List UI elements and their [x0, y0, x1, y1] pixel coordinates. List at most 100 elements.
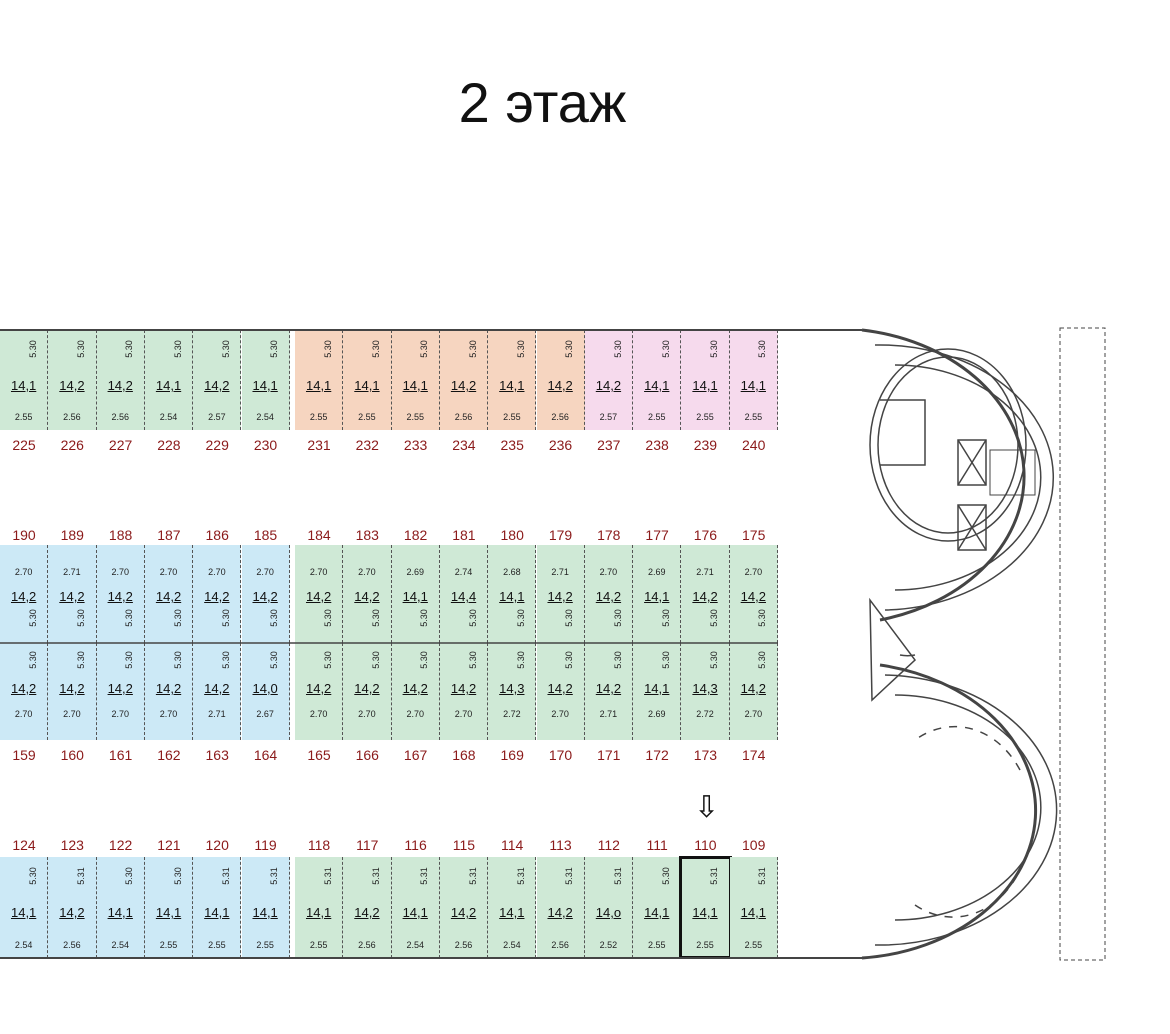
- unit-number: 168: [452, 747, 476, 763]
- unit-width: 2.70: [14, 567, 33, 577]
- unit-area: 14,2: [740, 681, 766, 696]
- unit-width: 2.57: [599, 412, 618, 422]
- unit-area: 14,1: [740, 378, 766, 393]
- unit-number: 174: [742, 747, 766, 763]
- unit-depth: 5.30: [220, 340, 231, 358]
- unit-depth: 5.31: [612, 867, 623, 885]
- unit-depth: 5.30: [419, 609, 430, 627]
- unit-area: 14,2: [107, 378, 133, 393]
- unit-area: 14,1: [402, 378, 428, 393]
- unit-area: 14,2: [450, 378, 477, 393]
- unit-number: 238: [645, 437, 669, 453]
- unit-depth: 5.30: [515, 609, 526, 627]
- unit-width: 2.55: [309, 940, 328, 950]
- unit-area: 14,1: [402, 905, 428, 920]
- unit-number: 118: [307, 837, 331, 853]
- unit-number: 173: [693, 747, 718, 763]
- unit-number: 123: [60, 837, 84, 853]
- unit-area: 14,2: [59, 378, 85, 393]
- unit-number: 160: [60, 747, 84, 763]
- unit-width: 2.70: [406, 709, 424, 719]
- unit-width: 2.56: [63, 412, 81, 422]
- unit-area: 14,1: [499, 905, 525, 920]
- unit-number: 186: [205, 527, 229, 543]
- unit-width: 2.70: [744, 709, 763, 719]
- unit-width: 2.55: [647, 412, 666, 422]
- unit-area: 14,2: [204, 681, 230, 696]
- unit-area: 14,2: [107, 681, 133, 696]
- unit-number: 113: [549, 837, 572, 853]
- unit-width: 2.70: [208, 567, 226, 577]
- unit-depth: 5.30: [370, 609, 381, 627]
- unit-width: 2.54: [406, 940, 424, 950]
- unit-number: 188: [108, 527, 133, 543]
- unit-width: 2.70: [309, 567, 328, 577]
- unit-depth: 5.30: [172, 651, 183, 669]
